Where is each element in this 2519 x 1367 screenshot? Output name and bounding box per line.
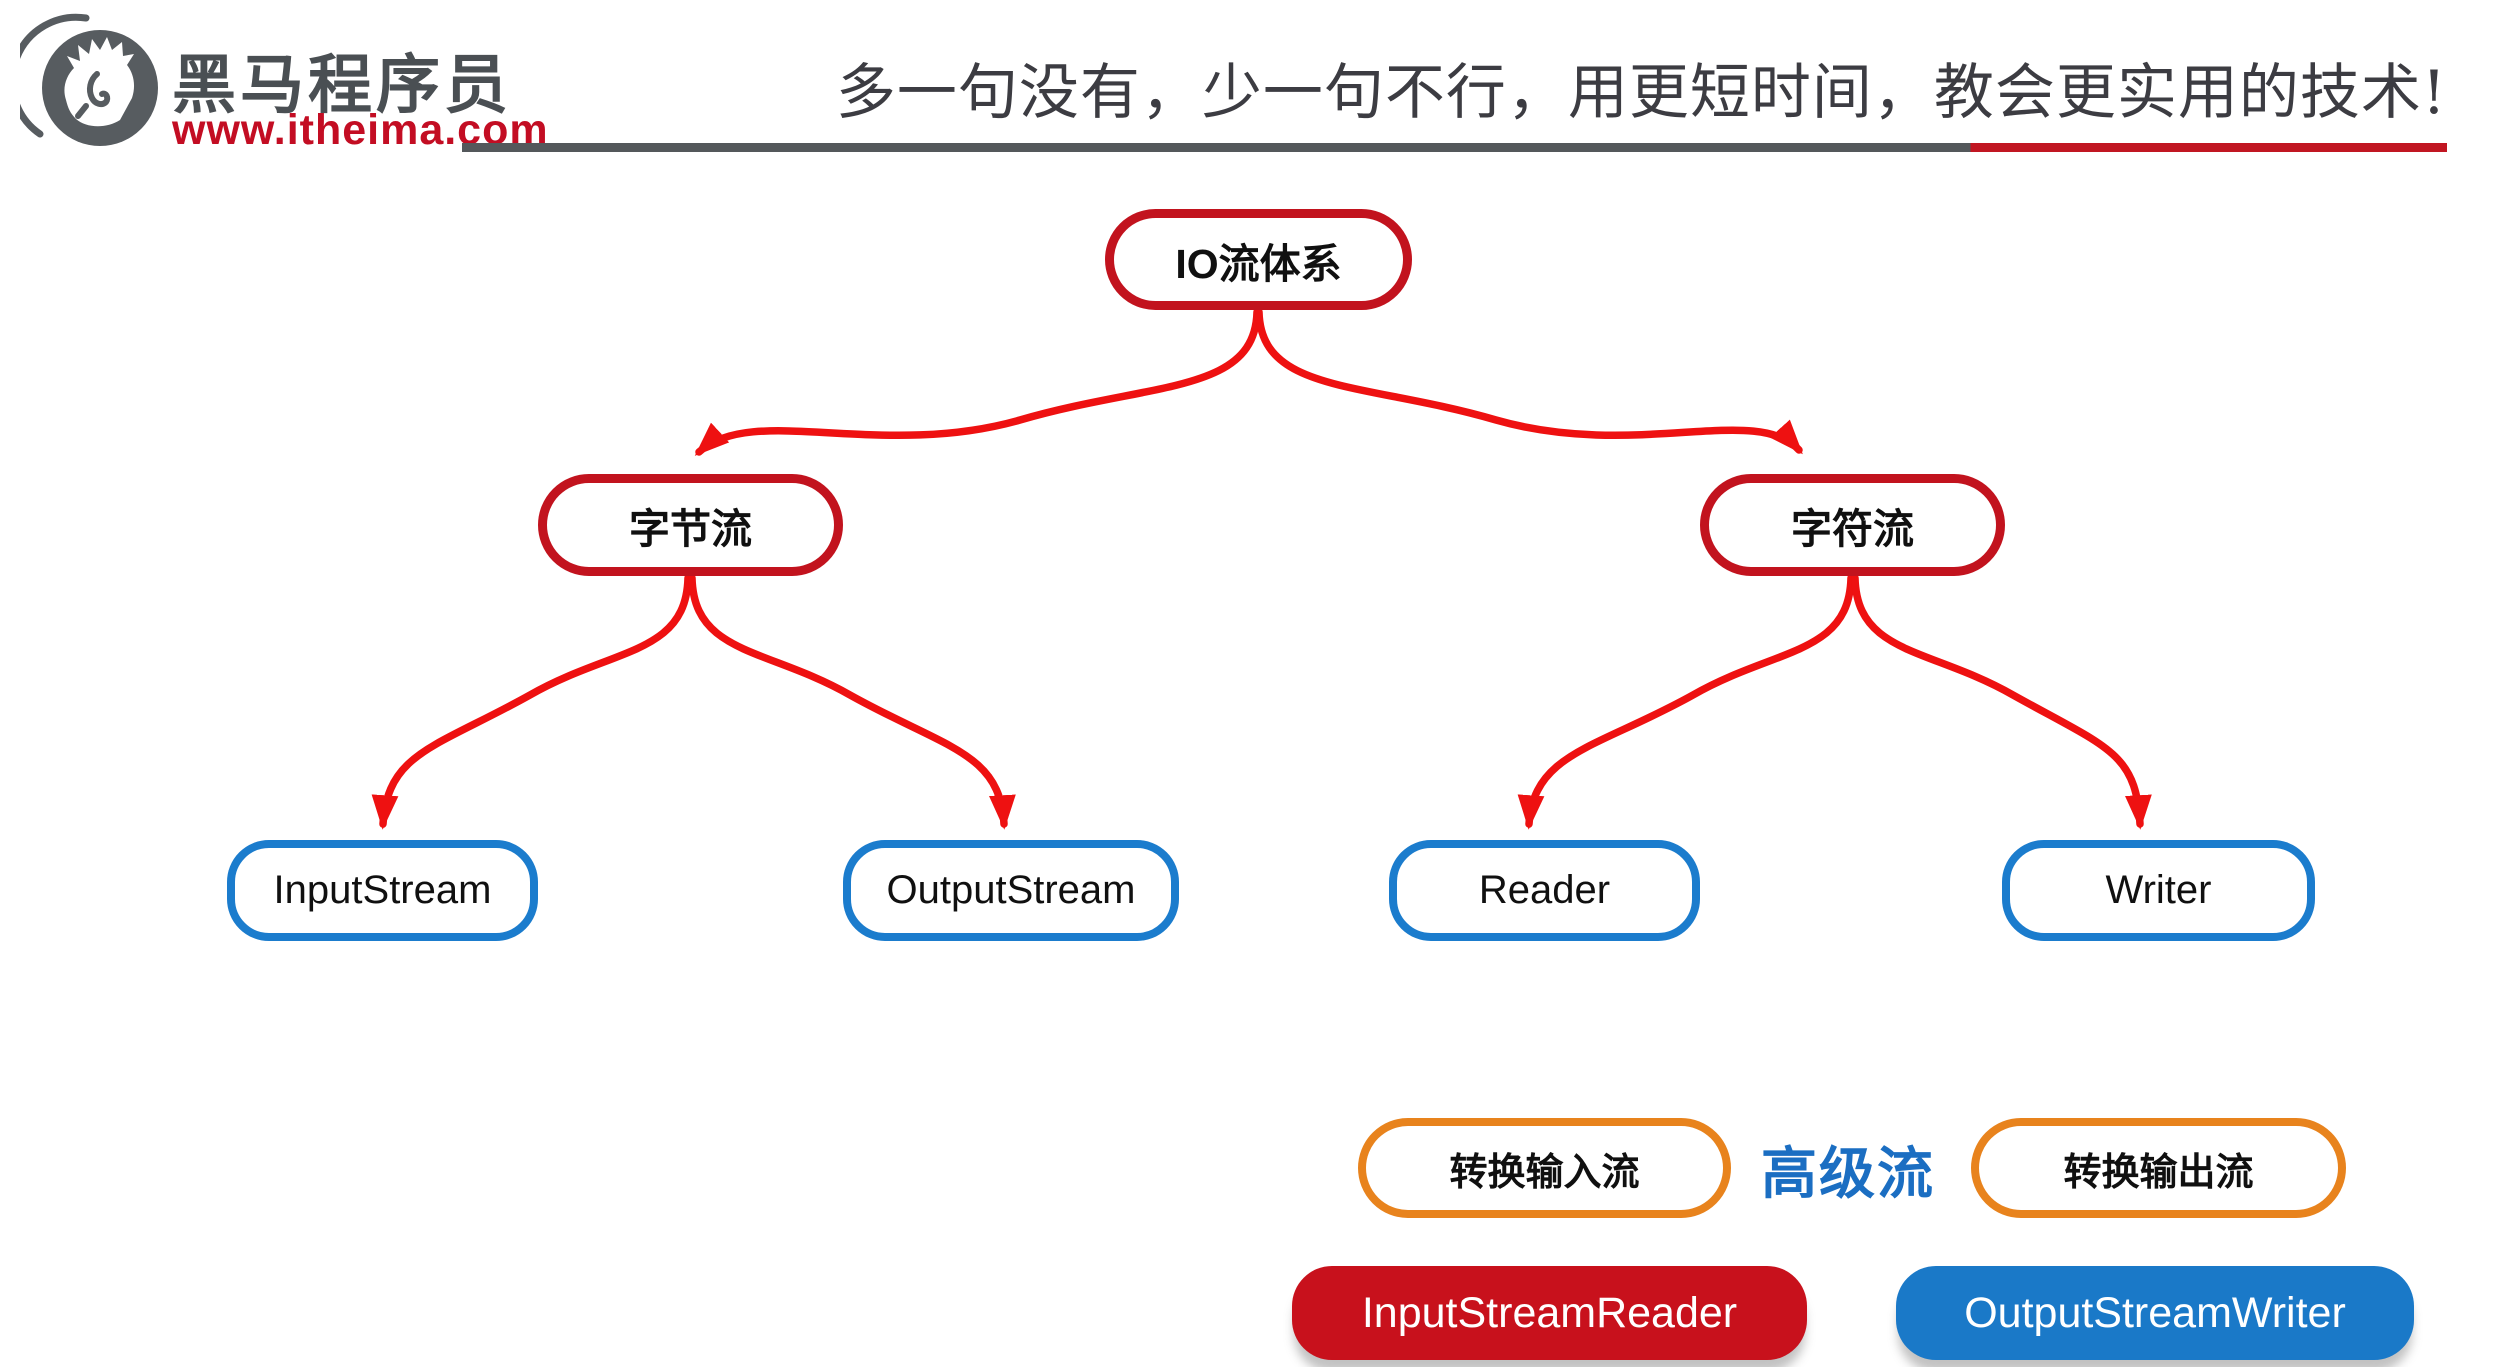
header-underline — [462, 143, 2447, 152]
node-byte-stream: 字节流 — [538, 474, 843, 576]
arrow-char-to-writer — [1851, 574, 2152, 830]
node-char-stream: 字符流 — [1700, 474, 2005, 576]
node-outputstream: OutputStream — [843, 840, 1179, 941]
brand-name: 黑马程序员 — [172, 49, 512, 121]
node-writer: Writer — [2002, 840, 2315, 941]
arrow-root-to-byte-stream — [694, 308, 1261, 456]
node-inputstream: InputStream — [227, 840, 538, 941]
node-reader: Reader — [1389, 840, 1700, 941]
horse-logo-icon — [20, 13, 158, 146]
arrow-char-to-reader — [1517, 574, 1855, 830]
arrow-root-to-char-stream — [1255, 308, 1803, 455]
advanced-stream-label: 高级流 — [1761, 1141, 1935, 1205]
node-outputstreamwriter: OutputStreamWriter — [1896, 1266, 2414, 1360]
arrow-byte-to-inputstream — [371, 574, 692, 830]
node-convert-input-stream: 转换输入流 — [1358, 1118, 1731, 1218]
node-inputstreamreader: InputStreamReader — [1292, 1266, 1807, 1360]
node-io-stream-system: IO流体系 — [1105, 209, 1412, 310]
arrow-byte-to-outputstream — [688, 574, 1016, 830]
node-convert-output-stream: 转换输出流 — [1971, 1118, 2346, 1218]
header-slogan: 多一句没有，少一句不行，用更短时间，教会更实用的技术! — [835, 58, 2447, 128]
